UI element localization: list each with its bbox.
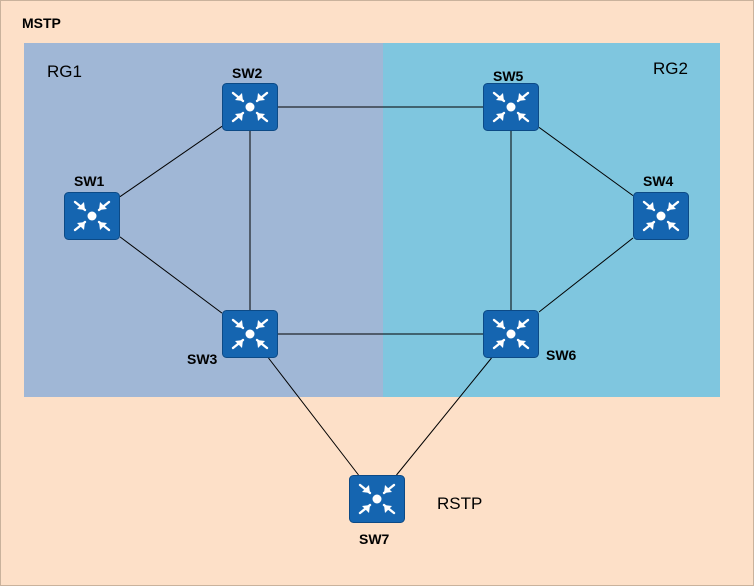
link-sw6-sw4 — [538, 237, 634, 313]
switch-label-sw2: SW2 — [232, 65, 263, 81]
switch-label-sw6: SW6 — [546, 347, 577, 363]
switch-sw1[interactable] — [64, 192, 120, 240]
switch-sw2[interactable] — [222, 83, 278, 131]
switch-sw7[interactable] — [349, 475, 405, 523]
switch-icon — [64, 192, 120, 240]
switch-label-sw3: SW3 — [187, 351, 218, 367]
link-sw1-sw2 — [119, 125, 223, 198]
link-sw6-sw7 — [396, 357, 492, 476]
switch-label-sw4: SW4 — [643, 173, 674, 189]
switch-sw3[interactable] — [222, 310, 278, 358]
link-sw1-sw3 — [119, 236, 223, 314]
switch-label-sw7: SW7 — [359, 531, 390, 547]
switch-sw6[interactable] — [483, 310, 539, 358]
region-label-rg2: RG2 — [653, 59, 688, 78]
switch-sw5[interactable] — [483, 83, 539, 131]
switch-label-sw1: SW1 — [74, 173, 105, 189]
rstp-label: RSTP — [437, 494, 483, 513]
switch-icon — [349, 475, 405, 523]
switch-icon — [483, 310, 539, 358]
region-label-rg1: RG1 — [47, 62, 82, 81]
link-sw3-sw7 — [268, 357, 359, 476]
switch-sw4[interactable] — [633, 192, 689, 240]
diagram-title: MSTP — [22, 15, 61, 31]
switch-label-sw5: SW5 — [493, 68, 524, 84]
switch-icon — [483, 83, 539, 131]
switch-icon — [222, 310, 278, 358]
switch-icon — [633, 192, 689, 240]
link-sw5-sw4 — [538, 126, 634, 197]
switch-icon — [222, 83, 278, 131]
